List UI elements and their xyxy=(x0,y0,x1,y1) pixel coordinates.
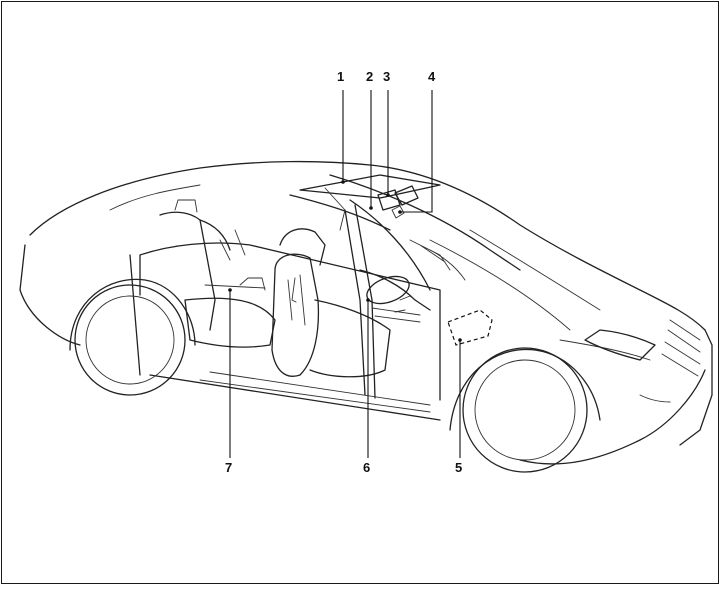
callout-6: 6 xyxy=(363,460,370,475)
callout-2: 2 xyxy=(366,69,373,84)
callout-7: 7 xyxy=(225,460,232,475)
callout-1: 1 xyxy=(337,69,344,84)
dashboard xyxy=(360,240,465,322)
callout-5: 5 xyxy=(455,460,462,475)
roof-sensor-components xyxy=(300,175,440,230)
callout-4: 4 xyxy=(428,69,436,84)
leader-lines xyxy=(228,90,462,458)
front-wheel xyxy=(450,348,600,472)
car-body xyxy=(20,162,712,464)
callout-3: 3 xyxy=(383,69,390,84)
component-5-outline xyxy=(448,310,492,345)
rear-seat xyxy=(160,200,275,347)
rear-wheel xyxy=(70,279,195,395)
